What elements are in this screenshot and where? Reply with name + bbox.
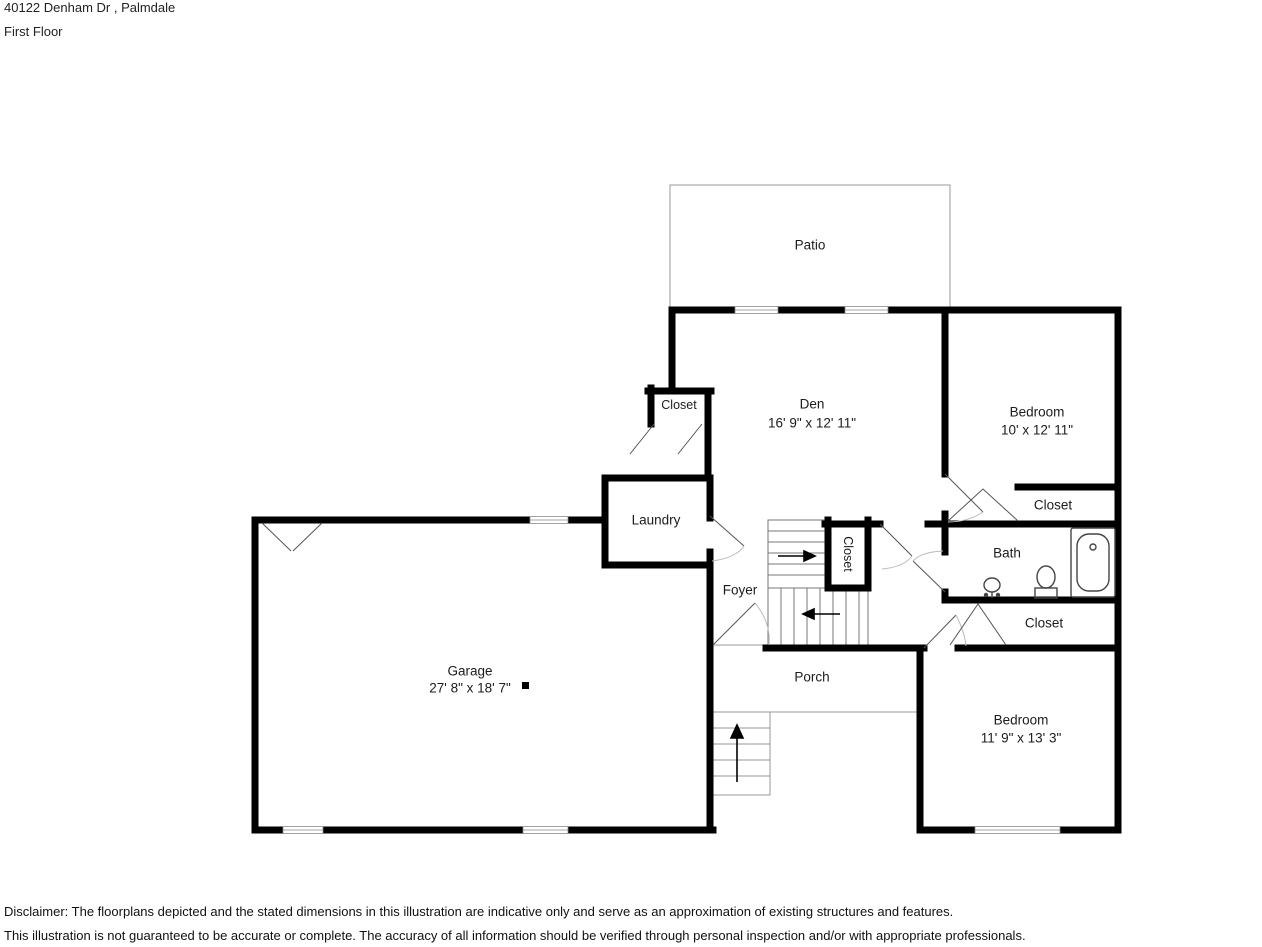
- entry-steps: [709, 711, 771, 796]
- sink-icon: [983, 577, 1001, 598]
- stair-arrows: [729, 549, 840, 782]
- floor-label: First Floor: [4, 24, 63, 39]
- room-label-hall-closet: Closet: [1024, 615, 1064, 631]
- windows: [282, 306, 1061, 834]
- room-label-bedroom-bottom: Bedroom: [993, 712, 1049, 728]
- disclaimer-line-1: Disclaimer: The floorplans depicted and …: [4, 904, 954, 919]
- room-label-bedroom-top: Bedroom: [1009, 404, 1065, 420]
- room-dims-bedroom-top: 10' x 12' 11": [1001, 422, 1073, 438]
- address: 40122 Denham Dr , Palmdale: [4, 0, 176, 15]
- column-marker: [522, 682, 529, 689]
- bath-fixtures: [983, 527, 1116, 599]
- walls: [251, 306, 1122, 834]
- bathtub-icon: [1070, 527, 1116, 598]
- room-label-foyer: Foyer: [722, 582, 758, 598]
- room-label-laundry: Laundry: [631, 512, 681, 528]
- room-dims-garage: 27' 8" x 18' 7": [429, 680, 511, 696]
- room-label-den: Den: [799, 396, 825, 412]
- room-dims-bedroom-bottom: 11' 9" x 13' 3": [980, 730, 1062, 746]
- room-label-porch: Porch: [794, 669, 830, 685]
- toilet-icon: [1034, 565, 1058, 599]
- room-label-bath: Bath: [993, 545, 1021, 561]
- room-label-garage: Garage: [447, 663, 493, 679]
- room-label-stair-closet: Closet: [841, 536, 855, 572]
- room-label-patio: Patio: [794, 237, 826, 253]
- room-dims-den: 16' 9" x 12' 11": [767, 415, 857, 431]
- disclaimer-line-2: This illustration is not guaranteed to b…: [4, 928, 1026, 943]
- doors: [261, 423, 1019, 649]
- room-label-den-closet: Closet: [661, 398, 697, 413]
- room-label-bedroom-top-closet: Closet: [1033, 497, 1073, 513]
